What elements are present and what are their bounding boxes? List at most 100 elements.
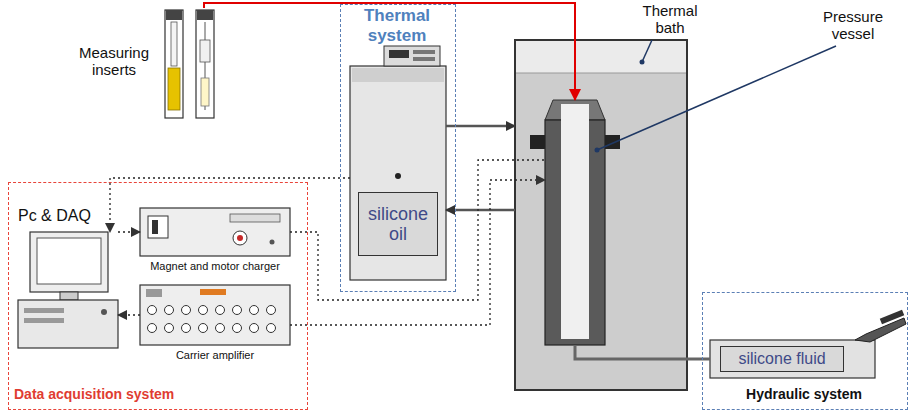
carrier-amplifier [267, 324, 276, 333]
thermal-circulator [413, 57, 435, 61]
measuring-inserts [165, 10, 214, 118]
thermal-bath: Thermal bathPressure vessel [515, 40, 687, 390]
measuring-inserts [165, 10, 183, 118]
leader-line [595, 40, 837, 153]
leader-line [595, 148, 600, 153]
computer [18, 300, 118, 348]
measuring-inserts [196, 10, 214, 118]
hand-pump [855, 318, 906, 342]
hand-pump [710, 310, 906, 378]
thermal-circulator [413, 50, 435, 54]
connector [118, 231, 140, 232]
measuring-inserts [166, 10, 182, 20]
thermal-bath-tank [516, 73, 686, 74]
pump-unit: silicone fluid [710, 340, 875, 378]
hand-pump [710, 340, 875, 378]
charger-device [152, 220, 158, 234]
carrier-amplifier [267, 306, 276, 315]
pressure-vessel-body [561, 104, 589, 339]
node-label: Thermal system [340, 6, 454, 46]
carrier-amplifier [250, 324, 259, 333]
hand-pump [880, 310, 905, 325]
pressure-vessel-body [530, 100, 620, 345]
carrier-amplifier [250, 306, 259, 315]
computer [30, 232, 108, 292]
node-label: Hydraulic system [702, 386, 906, 403]
thermal-circulator [395, 173, 401, 179]
carrier-amplifier [199, 324, 208, 333]
carrier-amplifier [216, 306, 225, 315]
leader-line [642, 40, 652, 62]
thermal-circulator [350, 66, 446, 280]
carrier-amplifier [140, 285, 290, 345]
connector [446, 209, 515, 212]
carrier-amplifier [199, 306, 208, 315]
node-label: Pressure vessel [811, 8, 895, 42]
node-label: Measuring inserts [74, 44, 154, 78]
region-box: Thermal system silicone oil [340, 4, 456, 292]
carrier-amplifier [165, 306, 174, 315]
computer [60, 292, 78, 300]
carrier-amplifier [146, 289, 162, 297]
thermal-circulator [384, 46, 440, 66]
computer [18, 232, 118, 348]
measuring-inserts [197, 10, 213, 20]
connector [290, 160, 545, 300]
connector [110, 178, 350, 232]
connector [446, 125, 515, 128]
thermal-circulator [389, 50, 409, 58]
connector [118, 314, 140, 315]
measuring-inserts [168, 68, 180, 110]
charger-unit: Magnet and motor charger [140, 208, 290, 256]
charger-device [230, 214, 280, 222]
pressure-vessel-body [605, 135, 620, 149]
carrier-amplifier [148, 306, 157, 315]
node-label: Carrier amplifier [140, 349, 290, 362]
thermal-circulator [352, 68, 444, 82]
carrier-amplifier [200, 289, 226, 295]
measuring-inserts [201, 78, 209, 106]
label-panel: silicone oil [358, 192, 438, 256]
charger-device [140, 208, 290, 256]
node-label: Thermal bath [633, 2, 707, 36]
amplifier-unit: Carrier amplifier [140, 285, 290, 345]
computer [24, 318, 64, 323]
measuring-inserts [200, 40, 210, 62]
node-label: Pc & DAQ [18, 206, 91, 225]
region-box: Data acquisition system Pc & DAQ Magnet an… [8, 182, 308, 410]
pressure-vessel-body [530, 135, 545, 149]
carrier-amplifier [182, 306, 191, 315]
carrier-amplifier [140, 285, 290, 345]
carrier-amplifier [182, 324, 191, 333]
measuring-inserts: Measuring inserts [160, 8, 215, 120]
region-box: Hydraulic system silicone fluid [702, 292, 908, 410]
computer-unit: Pc & DAQ [18, 232, 118, 350]
computer [101, 309, 107, 315]
connector [575, 345, 710, 359]
carrier-amplifier [165, 324, 174, 333]
carrier-amplifier [148, 324, 157, 333]
label-panel: silicone fluid [720, 346, 844, 372]
carrier-amplifier [216, 324, 225, 333]
node-label: Data acquisition system [14, 386, 174, 403]
pressure-vessel: Pressure vessel [545, 120, 605, 345]
charger-device [270, 240, 275, 245]
computer [24, 308, 64, 313]
circulator-unit: silicone oil [350, 66, 446, 280]
charger-device [140, 208, 290, 256]
carrier-amplifier [233, 324, 242, 333]
thermal-bath-tank [515, 40, 687, 390]
connector [290, 180, 545, 325]
connector [204, 3, 575, 100]
node-label: Magnet and motor charger [140, 260, 290, 273]
thermal-bath-tank [516, 41, 686, 73]
computer [37, 238, 101, 284]
leader-line [597, 46, 836, 150]
leader-line [640, 60, 645, 65]
charger-device [233, 231, 247, 245]
charger-device [237, 235, 243, 241]
measuring-inserts [171, 22, 177, 66]
charger-device [148, 216, 168, 238]
thermal-bath-tank [515, 40, 687, 390]
